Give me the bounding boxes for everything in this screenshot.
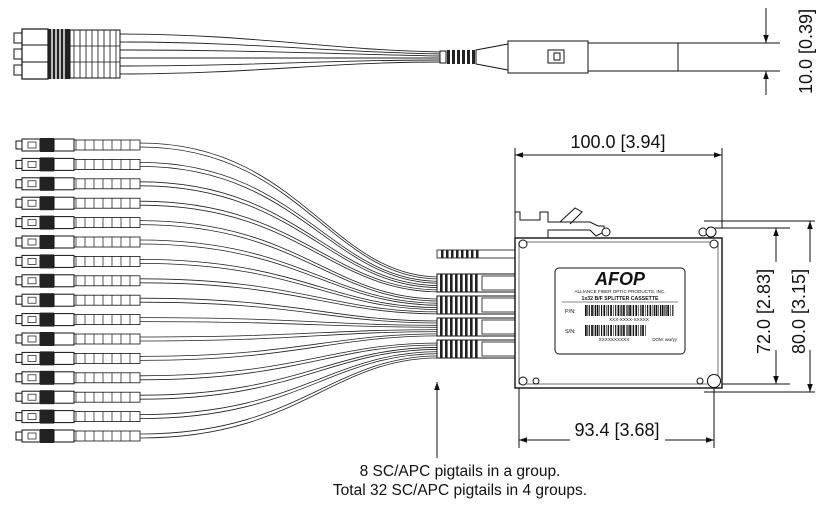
sc-apc-connector [15, 370, 141, 385]
sc-apc-connector [15, 429, 141, 443]
group-boot [436, 339, 516, 359]
height-80-dimension: 80.0 [3.15] [704, 220, 815, 393]
sc-apc-connector [15, 254, 141, 269]
dom-value: DOM: ww/yy [652, 337, 677, 342]
note-line-1: 8 SC/APC pigtails in a group. [359, 463, 561, 480]
height-80-label: 80.0 [3.15] [789, 269, 809, 354]
width-label: 100.0 [3.94] [570, 132, 665, 152]
bottom-width-label: 93.4 [3.68] [574, 420, 659, 440]
pn-value: XXX-XXXX-XXXXX [609, 317, 649, 322]
company-name: ALLIANCE FIBER OPTIC PRODUCTS, INC. [574, 289, 665, 294]
sc-apc-connector [15, 293, 141, 308]
sc-apc-connector [15, 235, 141, 249]
brand-logo: AFOP [594, 269, 646, 289]
sc-apc-connector [15, 390, 141, 405]
pigtail-note: 8 SC/APC pigtails in a group. Total 32 S… [280, 462, 640, 500]
width-dimension: 100.0 [3.94] [514, 132, 723, 228]
sc-apc-connector [15, 196, 141, 211]
cassette-boots [436, 249, 516, 359]
sn-value: XXXXXXXXXX [599, 337, 630, 342]
bottom-width-dimension: 93.4 [3.68] [518, 388, 715, 448]
pn-key: P/N: [565, 309, 576, 315]
sc-apc-connector [15, 332, 141, 346]
product-name: 1x32 B/F SPLITTER CASSETTE [582, 296, 660, 302]
pigtail-group [15, 138, 441, 443]
sc-apc-connector [15, 215, 141, 230]
sn-key: S/N: [565, 329, 576, 335]
boot-diameter-dimension: 10.0 [0.39] [755, 8, 816, 95]
sc-apc-connector [15, 273, 141, 288]
sc-apc-connector [15, 409, 141, 424]
sc-apc-connector [15, 351, 141, 366]
barcode-bars [585, 305, 674, 336]
sc-apc-connector [15, 312, 141, 327]
sc-apc-connector [15, 138, 141, 152]
sc-apc-connector [15, 157, 141, 172]
top-side-view: 10.0 [0.39] [13, 8, 816, 95]
group-boot [436, 317, 516, 337]
boot-diameter-label: 10.0 [0.39] [796, 9, 816, 94]
height-72-label: 72.0 [2.83] [754, 269, 774, 354]
note-line-2: Total 32 SC/APC pigtails in 4 groups. [332, 482, 588, 499]
height-72-dimension: 72.0 [2.83] [715, 227, 790, 385]
sc-apc-connector [15, 176, 141, 191]
group-boot [436, 295, 516, 315]
cable-boot [439, 40, 765, 74]
splitter-cassette: AFOP ALLIANCE FIBER OPTIC PRODUCTS, INC.… [514, 207, 723, 389]
group-boot [436, 273, 516, 293]
stacked-sc-connectors [13, 28, 121, 80]
